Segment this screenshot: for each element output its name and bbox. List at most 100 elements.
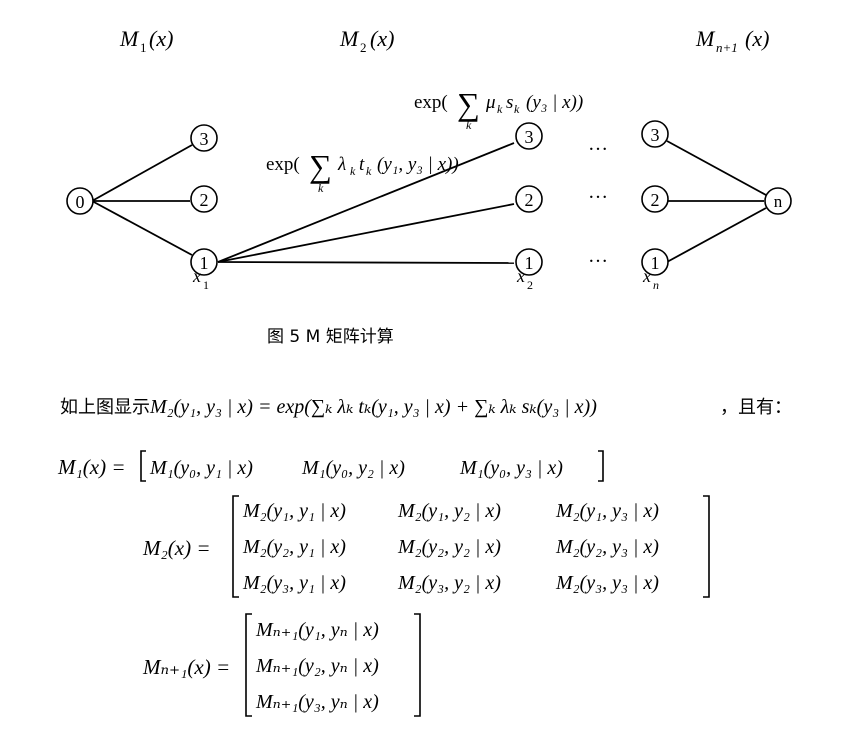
- svg-text:(x): (x): [745, 26, 769, 51]
- svg-text:3: 3: [525, 127, 534, 147]
- svg-text:M₁(x) =: M₁(x) =: [57, 455, 126, 479]
- node-col2-2: 2: [515, 185, 543, 213]
- matrix-m2: M₂(x) = M₂(y₁, y₁ | x) M₂(y₁, y₂ | x) M₂…: [142, 495, 710, 598]
- matrix-mn1: Mₙ₊₁(x) = Mₙ₊₁(y₁, yₙ | x) Mₙ₊₁(y₂, yₙ |…: [142, 613, 421, 717]
- edge-1-to-1: [217, 261, 515, 264]
- svg-text:Mₙ₊₁(y₁, yₙ | x): Mₙ₊₁(y₁, yₙ | x): [255, 619, 379, 641]
- body-sentence: 如上图显示 M₂(y₁, y₃ | x) = exp(∑ₖ λₖ tₖ(y₁, …: [60, 396, 792, 418]
- sum-symbol: ∑: [309, 148, 332, 184]
- svg-text:t: t: [359, 154, 365, 175]
- svg-text:1: 1: [140, 40, 147, 55]
- figure-caption: 图 5 M 矩阵计算: [267, 327, 394, 347]
- ellipsis-row-2: …: [588, 181, 608, 203]
- node-col3-1: 1: [641, 248, 669, 276]
- position-label-x1: x 1: [192, 266, 209, 292]
- svg-text:1: 1: [525, 253, 534, 273]
- svg-text:如上图显示: 如上图显示: [60, 397, 150, 418]
- sum-symbol: ∑: [457, 86, 480, 122]
- svg-text:M₂(y₂, y₁ | x): M₂(y₂, y₁ | x): [242, 536, 346, 558]
- stage-label-m1: M 1 (x): [119, 26, 173, 55]
- node-col1-3: 3: [190, 124, 218, 152]
- ellipsis-row-1: …: [588, 245, 608, 267]
- graph-edges: [91, 140, 767, 264]
- svg-text:n: n: [653, 278, 659, 292]
- svg-text:k: k: [318, 181, 324, 195]
- svg-text:x: x: [516, 266, 525, 286]
- node-col3-3: 3: [641, 120, 669, 148]
- svg-text:k: k: [497, 102, 503, 116]
- svg-text:x: x: [192, 266, 201, 286]
- svg-text:λ: λ: [337, 154, 346, 175]
- svg-text:M₂(y₃, y₁ | x): M₂(y₃, y₁ | x): [242, 572, 346, 594]
- svg-text:0: 0: [76, 192, 85, 212]
- ellipsis-row-3: …: [588, 133, 608, 155]
- svg-text:Mₙ₊₁(y₂, yₙ | x): Mₙ₊₁(y₂, yₙ | x): [255, 655, 379, 677]
- svg-text:2: 2: [360, 40, 367, 55]
- svg-text:M₂(y₁, y₃ | x): M₂(y₁, y₃ | x): [555, 500, 659, 522]
- svg-text:1: 1: [200, 253, 209, 273]
- right-bracket: [598, 450, 604, 482]
- node-col1-2: 2: [190, 185, 218, 213]
- stage-label-mn1: M n+1 (x): [695, 26, 769, 55]
- stage-label-m2: M 2 (x): [339, 26, 394, 55]
- svg-text:2: 2: [651, 190, 660, 210]
- svg-text:2: 2: [200, 190, 209, 210]
- svg-text:1: 1: [651, 253, 660, 273]
- svg-text:M₂(y₁, y₁ | x): M₂(y₁, y₁ | x): [242, 500, 346, 522]
- edge-0-to-3: [91, 144, 193, 202]
- svg-text:M₁(y₀, y₂ | x): M₁(y₀, y₂ | x): [301, 457, 405, 479]
- svg-text:exp(: exp(: [414, 92, 448, 113]
- svg-text:2: 2: [527, 278, 533, 292]
- node-start: 0: [66, 187, 94, 215]
- svg-text:M₂(x) =: M₂(x) =: [142, 536, 211, 560]
- edge-3-to-n: [666, 140, 767, 196]
- svg-text:M₁(y₀, y₃ | x): M₁(y₀, y₃ | x): [459, 457, 563, 479]
- svg-text:M: M: [695, 26, 716, 51]
- svg-text:3: 3: [651, 125, 660, 145]
- svg-text:(x): (x): [149, 26, 173, 51]
- svg-text:M₂(y₁, y₂ | x): M₂(y₁, y₂ | x): [397, 500, 501, 522]
- svg-text:(x): (x): [370, 26, 394, 51]
- svg-text:(y₃ | x)): (y₃ | x)): [526, 92, 583, 113]
- svg-text:，且有：: ，且有：: [720, 397, 792, 418]
- node-col3-2: 2: [641, 185, 669, 213]
- svg-text:x: x: [642, 266, 651, 286]
- svg-text:n+1: n+1: [716, 40, 738, 55]
- svg-text:2: 2: [525, 190, 534, 210]
- node-end: n: [764, 187, 792, 215]
- svg-text:M₂(y₃, y₃ | x): M₂(y₃, y₃ | x): [555, 572, 659, 594]
- svg-text:M₁(y₀, y₁ | x): M₁(y₀, y₁ | x): [149, 457, 253, 479]
- edge-1-to-n: [666, 207, 767, 263]
- left-bracket: [245, 613, 252, 717]
- node-col2-1: 1: [515, 248, 543, 276]
- edge-label-mu: exp( ∑ k μ k s k (y₃ | x)): [414, 86, 583, 132]
- svg-text:3: 3: [200, 129, 209, 149]
- position-label-x2: x 2: [516, 266, 533, 292]
- svg-text:μ: μ: [485, 92, 496, 113]
- matrix-m1: M₁(x) = M₁(y₀, y₁ | x) M₁(y₀, y₂ | x) M₁…: [57, 450, 604, 482]
- svg-text:M₂(y₂, y₂ | x): M₂(y₂, y₂ | x): [397, 536, 501, 558]
- edge-label-lambda: exp( ∑ k λ k t k (y₁, y₃ | x)): [266, 148, 459, 195]
- svg-text:k: k: [514, 102, 520, 116]
- svg-text:M: M: [119, 26, 140, 51]
- edge-1-to-3: [217, 142, 515, 263]
- svg-text:1: 1: [203, 278, 209, 292]
- right-bracket: [414, 613, 421, 717]
- left-bracket: [140, 450, 146, 482]
- svg-text:k: k: [366, 164, 372, 178]
- svg-text:Mₙ₊₁(x) =: Mₙ₊₁(x) =: [142, 655, 230, 679]
- svg-text:k: k: [466, 118, 472, 132]
- right-bracket: [703, 495, 710, 598]
- node-col2-3: 3: [515, 122, 543, 150]
- svg-text:M₂(y₃, y₂ | x): M₂(y₃, y₂ | x): [397, 572, 501, 594]
- svg-text:k: k: [350, 164, 356, 178]
- svg-text:M₂(y₂, y₃ | x): M₂(y₂, y₃ | x): [555, 536, 659, 558]
- left-bracket: [232, 495, 239, 598]
- svg-text:n: n: [774, 192, 783, 211]
- edge-0-to-1: [91, 200, 193, 256]
- svg-text:M: M: [339, 26, 360, 51]
- svg-text:s: s: [506, 92, 513, 113]
- edge-1-to-2: [217, 203, 515, 263]
